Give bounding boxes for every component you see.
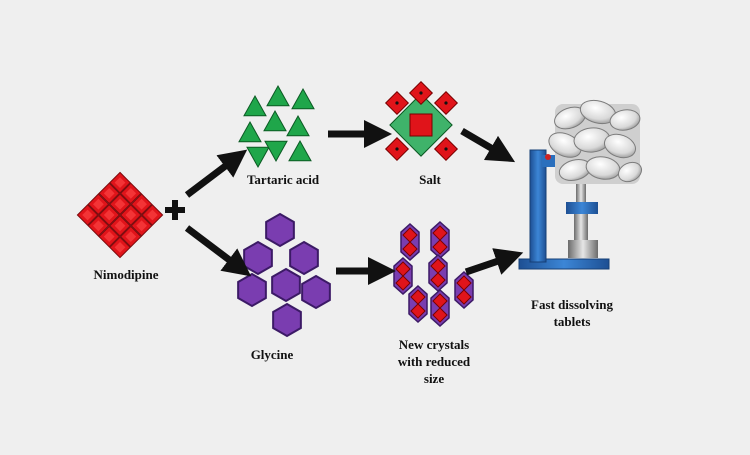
salt-core [409, 113, 433, 137]
arrows [184, 120, 524, 285]
label-tartaric-acid: Tartaric acid [247, 172, 320, 187]
label-nimodipine: Nimodipine [93, 267, 158, 282]
tartaric-triangle [291, 87, 315, 110]
glycine-hexagon [243, 240, 273, 276]
tablets-icon [548, 99, 643, 184]
glycine-hexagon [265, 212, 295, 248]
tartaric-triangle [263, 109, 287, 132]
plus-icon [165, 200, 185, 220]
glycine-hexagon [237, 272, 267, 308]
label-new-crystals-2: with reduced [398, 354, 471, 369]
new-crystals [393, 220, 474, 328]
label-fast-dissolving-1: Fast dissolving [531, 297, 613, 312]
arrow-crystals-to-tablets [464, 248, 524, 276]
tablet [604, 133, 636, 159]
label-new-crystals-1: New crystals [399, 337, 469, 352]
arrow-to-glycine [184, 225, 252, 277]
label-fast-dissolving-2: tablets [554, 314, 591, 329]
salt-crystals [384, 80, 459, 162]
tablet [617, 161, 643, 183]
label-new-crystals-3: size [424, 371, 444, 386]
glycine-hexagon [301, 274, 331, 310]
label-glycine: Glycine [251, 347, 294, 362]
glycine-hexagon [271, 267, 301, 303]
nimodipine-crystals [76, 171, 164, 259]
tartaric-triangle [266, 84, 290, 107]
tartaric-triangle [288, 139, 312, 162]
label-salt: Salt [419, 172, 441, 187]
tartaric-triangle [243, 94, 267, 117]
glycine-crystals [237, 212, 331, 338]
tartaric-triangle [246, 146, 270, 169]
glycine-hexagon [272, 302, 302, 338]
tablet [548, 132, 582, 158]
tablet [609, 109, 641, 131]
tartaric-triangle [264, 140, 288, 163]
tartaric-triangle [286, 114, 310, 137]
arrow-salt-to-tablets [460, 127, 516, 163]
arrow-to-tartaric [184, 149, 248, 198]
tartaric-acid-crystals [238, 84, 315, 169]
glycine-hexagon [289, 240, 319, 276]
tartaric-triangle [238, 120, 262, 143]
